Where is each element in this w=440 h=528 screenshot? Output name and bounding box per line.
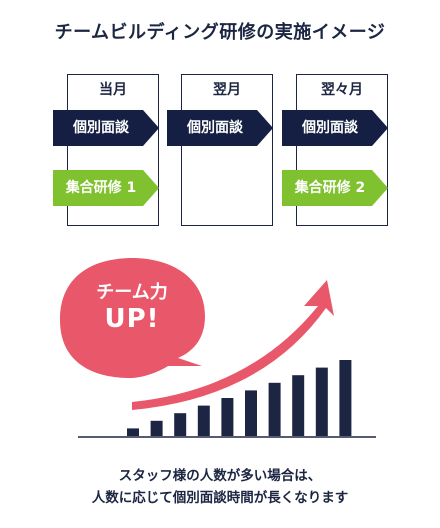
column-header-current: 当月 xyxy=(99,82,127,98)
chart-bar xyxy=(292,375,305,436)
month-column-next: 翌月 xyxy=(181,74,273,226)
bubble-text-team: チーム力 xyxy=(96,282,168,303)
bubble-text-up: UP! xyxy=(104,304,160,334)
column-header-next: 翌月 xyxy=(213,82,241,98)
training-arrow-1: 集合研修 1 xyxy=(53,170,159,206)
chart-bar xyxy=(339,360,352,436)
chart-bar xyxy=(150,420,163,436)
chart-bar xyxy=(127,428,139,436)
growth-arrow xyxy=(132,280,334,410)
chart-bars xyxy=(127,360,352,436)
chart-bar xyxy=(221,398,234,436)
caption-line-1: スタッフ様の人数が多い場合は、 xyxy=(118,468,322,484)
interview-arrow-3: 個別面談 xyxy=(282,110,388,146)
chart-bar xyxy=(174,413,187,436)
column-header-after-next: 翌々月 xyxy=(321,82,363,98)
page-title: チームビルディング研修の実施イメージ xyxy=(54,22,386,43)
chart-bar xyxy=(268,382,281,436)
training-arrow-2: 集合研修 2 xyxy=(282,170,388,206)
chart-bar xyxy=(197,405,210,436)
interview-arrow-1: 個別面談 xyxy=(53,110,159,146)
interview-arrow-2: 個別面談 xyxy=(167,110,273,146)
chart-bar xyxy=(315,367,328,436)
chart-bar xyxy=(245,390,257,436)
caption-line-2: 人数に応じて個別面談時間が長くなります xyxy=(91,490,349,506)
speech-bubble xyxy=(60,258,205,378)
